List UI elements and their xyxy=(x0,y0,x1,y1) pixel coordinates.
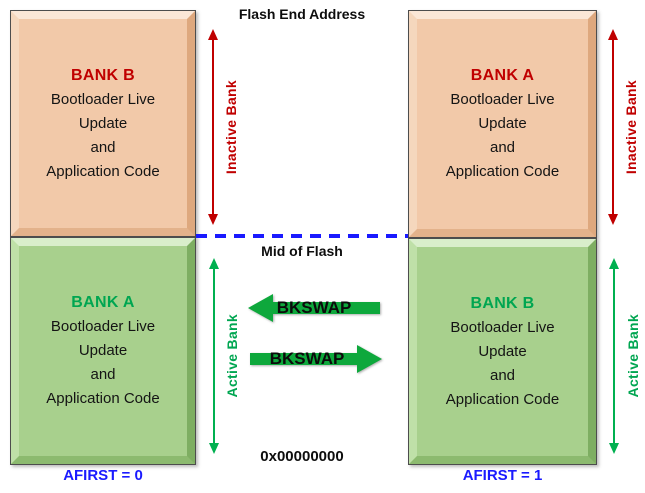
bank-box-line: Application Code xyxy=(445,390,560,408)
bkswap-left-arrow-icon xyxy=(248,294,380,322)
bank-title: BANK B xyxy=(470,294,535,312)
active-bank-arrow-icon-left xyxy=(207,258,221,459)
bank-box-line: and xyxy=(90,366,116,383)
active-bank-label-left: Active Bank xyxy=(221,258,243,454)
bank-box-left-active: BANK A Bootloader Live Update and Applic… xyxy=(10,237,196,465)
mid-of-flash-label: Mid of Flash xyxy=(261,243,343,259)
bank-title: BANK A xyxy=(470,67,535,84)
bkswap-left-arrow: BKSWAP xyxy=(248,293,380,323)
bank-box-right-active: BANK B Bootloader Live Update and Applic… xyxy=(408,238,597,465)
bkswap-label: BKSWAP xyxy=(276,298,352,317)
bank-box-line: Update xyxy=(78,114,128,132)
bank-box-face: BANK A Bootloader Live Update and Applic… xyxy=(409,11,596,237)
flash-end-address-label: Flash End Address xyxy=(238,6,366,22)
bank-box-line: Application Code xyxy=(46,162,160,180)
afirst-1-label: AFIRST = 1 xyxy=(462,467,543,484)
bank-box-line: Bootloader Live xyxy=(50,318,156,335)
inactive-bank-arrow-icon-left xyxy=(206,29,220,230)
afirst-0-label: AFIRST = 0 xyxy=(63,467,143,484)
bank-box-line: Application Code xyxy=(46,390,160,407)
bank-box-line: Update xyxy=(478,115,527,132)
inactive-bank-label-right: Inactive Bank xyxy=(620,29,642,225)
active-bank-label-right: Active Bank xyxy=(622,258,644,454)
bank-box-face: BANK A Bootloader Live Update and Applic… xyxy=(11,238,195,464)
bank-box-line: Bootloader Live xyxy=(50,90,156,108)
bank-title: BANK B xyxy=(70,66,136,84)
bkswap-right-arrow-icon xyxy=(250,345,382,373)
bank-box-line: Bootloader Live xyxy=(450,91,555,108)
bank-box-line: Bootloader Live xyxy=(450,318,555,336)
start-address-label: 0x00000000 xyxy=(260,448,344,465)
bank-box-line: and xyxy=(489,366,516,384)
active-bank-label-text: Active Bank xyxy=(224,314,240,398)
bank-box-left-inactive: BANK B Bootloader Live Update and Applic… xyxy=(10,10,196,237)
bkswap-right-arrow: BKSWAP xyxy=(250,344,382,374)
mid-of-flash-dashed-line xyxy=(196,234,408,238)
bank-box-line: Update xyxy=(78,342,128,359)
active-bank-label-text: Active Bank xyxy=(625,314,641,398)
inactive-bank-label-text: Inactive Bank xyxy=(223,79,239,175)
bank-title: BANK A xyxy=(71,294,135,311)
active-bank-arrow-icon-right xyxy=(607,258,621,459)
bank-box-line: and xyxy=(489,139,516,156)
bkswap-label: BKSWAP xyxy=(269,349,345,368)
inactive-bank-label-text: Inactive Bank xyxy=(623,79,639,175)
bank-box-face: BANK B Bootloader Live Update and Applic… xyxy=(409,239,596,464)
bank-box-line: Application Code xyxy=(445,163,560,180)
inactive-bank-arrow-icon-right xyxy=(606,29,620,230)
bank-box-right-inactive: BANK A Bootloader Live Update and Applic… xyxy=(408,10,597,238)
bank-box-line: Update xyxy=(478,342,527,360)
inactive-bank-label-left: Inactive Bank xyxy=(220,29,242,225)
bank-box-face: BANK B Bootloader Live Update and Applic… xyxy=(11,11,195,236)
bank-box-line: and xyxy=(90,138,116,156)
